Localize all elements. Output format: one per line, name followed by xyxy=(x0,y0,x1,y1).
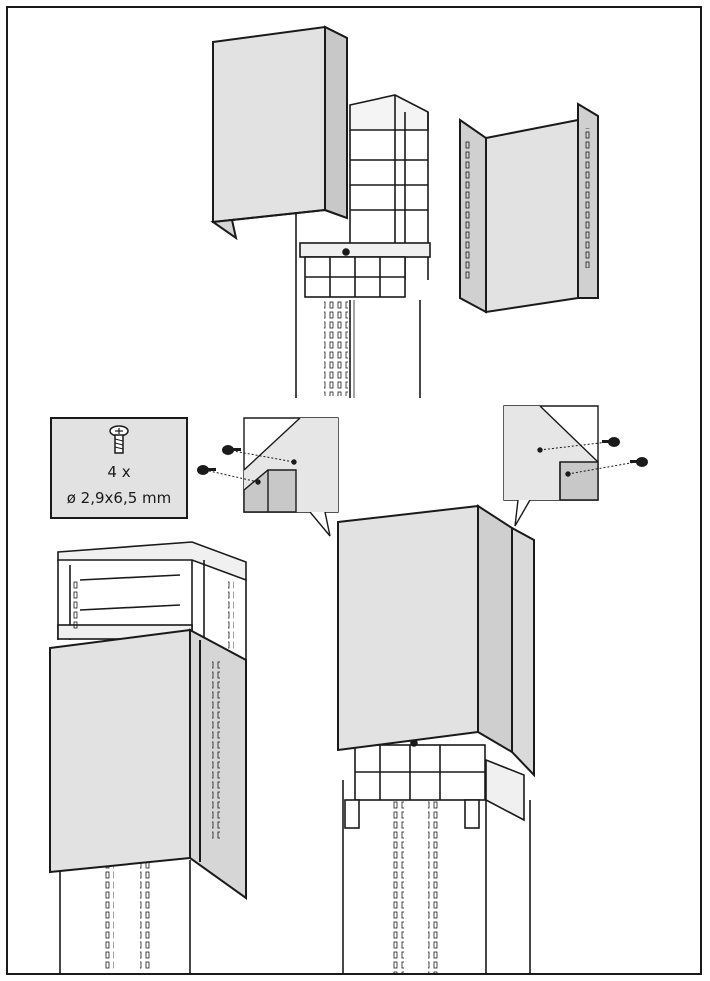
mounting-frame-lower-left xyxy=(57,541,247,660)
upper-chimney-duct xyxy=(295,210,421,398)
screw-icon-right-b xyxy=(630,457,648,467)
detail-callout-right xyxy=(503,405,637,527)
duct-cover-upper-front xyxy=(210,25,348,241)
duct-cover-lower-back xyxy=(337,504,535,778)
lower-left-duct-tube xyxy=(59,860,191,975)
lower-right-duct-tube xyxy=(342,780,531,975)
screw-icon-right-a xyxy=(602,437,620,447)
detail-callout-left xyxy=(204,417,339,537)
screw-size: ø 2,9x6,5 mm xyxy=(66,489,172,507)
screw-quantity: 4 x xyxy=(107,463,131,481)
screw-icon-left-a xyxy=(222,445,241,455)
screw-spec-box: 4 x ø 2,9x6,5 mm xyxy=(50,417,188,519)
mounting-frame-lower-right xyxy=(344,739,525,829)
screw-icon-left-b xyxy=(197,465,216,475)
duct-cover-lower-front xyxy=(49,628,247,900)
mounting-frame-top xyxy=(299,94,431,298)
duct-cover-upper-back xyxy=(459,102,599,314)
screw-icon xyxy=(109,425,129,454)
